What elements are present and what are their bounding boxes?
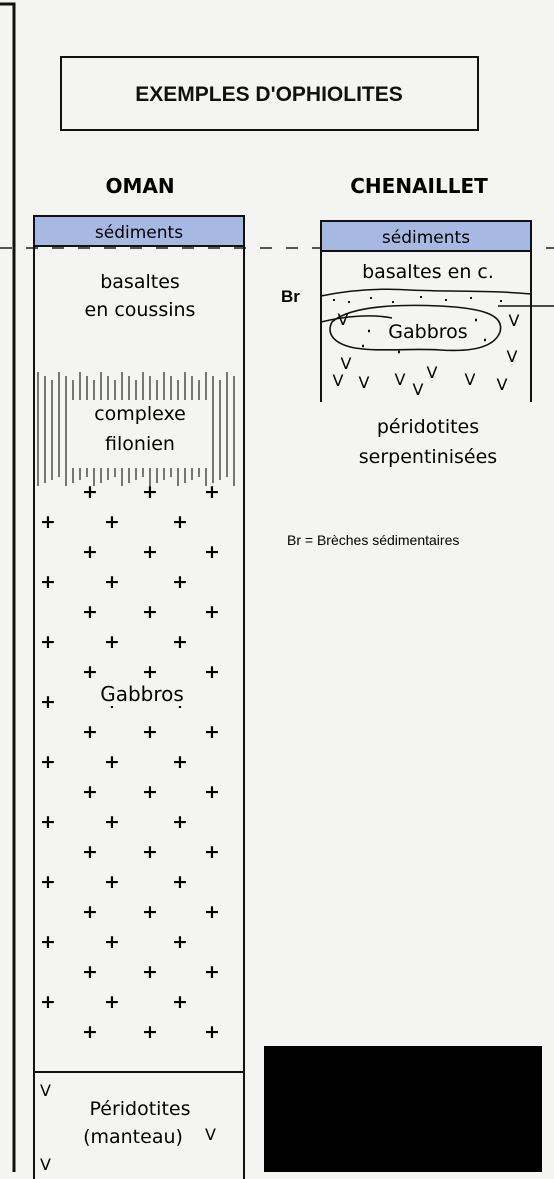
plus-symbol: + [40,691,56,713]
v-symbol: V [507,347,518,366]
v-symbol: V [40,1155,51,1174]
plus-symbol: + [82,781,98,803]
plus-symbol: + [82,961,98,983]
plus-symbol: + [40,991,56,1013]
plus-symbol: + [40,631,56,653]
plus-symbol: + [104,751,120,773]
plus-symbol: + [142,841,158,863]
plus-symbol: + [204,961,220,983]
plus-symbol: + [172,991,188,1013]
breccia-stipple [333,297,502,302]
chenaillet-sediments-label: sédiments [382,228,470,248]
plus-symbol: + [142,601,158,623]
plus-symbol: + [40,871,56,893]
oman-dikes-label-2: filonien [105,433,175,455]
plus-symbol: + [172,871,188,893]
plus-symbol: + [204,541,220,563]
plus-symbol: + [204,901,220,923]
plus-symbol: + [82,721,98,743]
plus-symbol: + [204,1021,220,1043]
plus-symbol: + [172,931,188,953]
oman-column: sédiments basaltes en coussins complexe … [34,216,244,1179]
plus-symbol: + [142,781,158,803]
plus-symbol: + [82,541,98,563]
chenaillet-peridotites-label-2: serpentinisées [359,446,497,468]
plus-symbol: + [40,751,56,773]
plus-symbol: + [82,661,98,683]
breccia-marker: Br [281,287,300,306]
oman-sediments-label: sédiments [95,223,183,243]
plus-symbol: + [142,901,158,923]
chenaillet-heading: CHENAILLET [350,174,488,198]
legend-text: Br = Brèches sédimentaires [287,532,459,548]
v-symbol: V [465,370,476,389]
v-symbol: V [427,363,438,382]
plus-symbol: + [40,931,56,953]
breccia-upper-contact [321,289,531,296]
plus-symbol: + [82,601,98,623]
plus-symbol: + [104,991,120,1013]
diagram-title: EXEMPLES D'OPHIOLITES [135,83,403,106]
plus-symbol: + [40,511,56,533]
outer-frame-line [0,4,14,1172]
plus-symbol: + [204,481,220,503]
plus-symbol: + [172,571,188,593]
v-symbol: V [338,310,349,329]
v-symbol: V [333,371,344,390]
plus-symbol: + [172,751,188,773]
plus-symbol: + [142,541,158,563]
oman-dikes-label-1: complexe [94,403,186,425]
v-symbol: V [413,380,424,399]
plus-symbol: + [82,901,98,923]
v-symbol: V [497,375,508,394]
plus-symbol: + [104,631,120,653]
oman-mantle-label-2: (manteau) [83,1126,183,1148]
plus-symbol: + [142,961,158,983]
plus-symbol: + [104,811,120,833]
plus-symbol: + [142,1021,158,1043]
plus-symbol: + [104,931,120,953]
plus-symbol: + [40,811,56,833]
plus-symbol: + [172,511,188,533]
oman-mantle-label-1: Péridotites [89,1098,190,1120]
oman-basalts-label-1: basaltes [100,271,180,293]
oman-basalts-label-2: en coussins [85,299,196,321]
plus-symbol: + [172,631,188,653]
oman-heading: OMAN [105,174,174,198]
breccia-lower-contact [321,316,392,322]
plus-symbol: + [142,721,158,743]
plus-symbol: + [172,811,188,833]
v-symbol: V [509,311,520,330]
plus-symbol: + [204,601,220,623]
v-symbol: V [395,370,406,389]
chenaillet-basalts-label: basaltes en c. [362,261,494,283]
v-symbol: V [359,373,370,392]
plus-symbol: + [104,571,120,593]
plus-symbol: + [104,871,120,893]
plus-symbol: + [204,721,220,743]
plus-symbol: + [104,511,120,533]
oman-gabbros-label: Gabbros [100,682,184,706]
redaction-block [264,1046,542,1172]
v-symbol: V [40,1081,51,1100]
plus-symbol: + [142,481,158,503]
plus-symbol: + [40,571,56,593]
v-symbol: V [205,1125,216,1144]
oman-gabbro-symbols: + + + + + + + + + + + + + + + + + + + + + + + + + + + + + + + + + + + + + + + +… [40,481,220,1043]
chenaillet-peridotites-label-1: péridotites [377,416,479,438]
plus-symbol: + [82,1021,98,1043]
plus-symbol: + [204,841,220,863]
plus-symbol: + [82,481,98,503]
chenaillet-gabbros-label: Gabbros [388,321,467,343]
plus-symbol: + [204,781,220,803]
plus-symbol: + [142,661,158,683]
plus-symbol: + [82,841,98,863]
plus-symbol: + [204,661,220,683]
